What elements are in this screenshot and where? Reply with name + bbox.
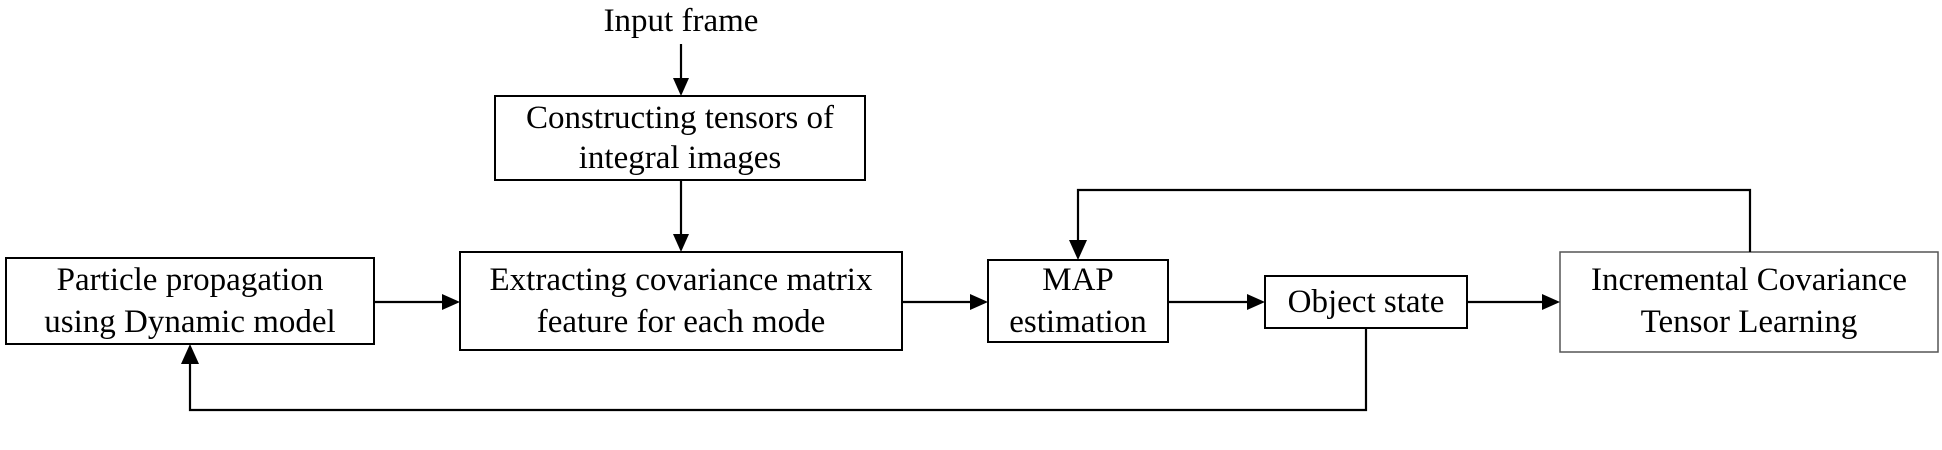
- tensors-box: [494, 95, 866, 181]
- incremental-label-line2: Tensor Learning: [1641, 304, 1858, 340]
- arrow-object-to-incremental: [1542, 294, 1560, 310]
- arrow-incremental-to-map-feedback: [1069, 240, 1087, 260]
- edge-incremental-to-map-feedback: [1076, 188, 1752, 252]
- particle-label-line2: using Dynamic model: [44, 304, 335, 340]
- covariance-label-line1: Extracting covariance matrix: [490, 262, 873, 298]
- arrow-map-to-object: [1247, 294, 1265, 310]
- map-label-line1: MAP: [1042, 262, 1114, 298]
- incremental-learning-box: [1559, 251, 1939, 353]
- arrow-particle-to-covariance: [442, 294, 460, 310]
- map-label-line2: estimation: [1009, 304, 1146, 340]
- object-state-label: Object state: [1288, 284, 1445, 320]
- particle-label-line1: Particle propagation: [57, 262, 324, 298]
- tensors-label-line1: Constructing tensors of: [526, 100, 834, 136]
- covariance-label-line2: feature for each mode: [537, 304, 826, 340]
- arrow-input-to-tensors: [673, 78, 689, 96]
- arrow-object-to-particle-feedback: [181, 344, 199, 364]
- incremental-label-line1: Incremental Covariance: [1591, 262, 1907, 298]
- input-frame-label: Input frame: [604, 3, 759, 39]
- particle-propagation-box: [5, 257, 375, 345]
- arrow-covariance-to-map: [970, 294, 988, 310]
- edge-object-to-particle-feedback: [188, 328, 1368, 412]
- tensors-label-line2: integral images: [579, 140, 782, 176]
- arrow-tensors-to-covariance: [673, 234, 689, 252]
